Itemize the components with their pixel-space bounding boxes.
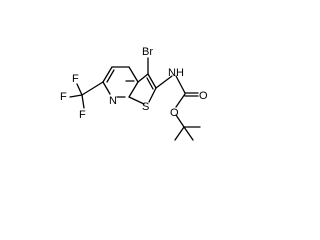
atom-label-o-carbonyl: O [199,90,208,102]
atom-label-n-ring: N [109,95,117,107]
bond [175,93,186,108]
atom-label-f2: F [60,91,67,103]
bond [128,66,139,83]
bond [137,73,149,83]
atom-labels: Br NH O O N S F F F [60,46,208,121]
bond [128,81,139,98]
atom-label-nh: NH [168,67,184,79]
atom-label-f3: F [79,109,86,121]
atom-label-f1: F [72,73,79,85]
bond [183,126,194,141]
bond [175,114,185,128]
atom-label-s-ring: S [142,101,149,113]
bond [102,81,111,95]
bond [146,77,154,90]
bonds [69,57,201,141]
bond [76,83,83,96]
atom-label-br: Br [142,46,153,58]
bond [69,94,83,98]
bond [155,75,173,89]
bond [106,69,115,83]
bond [81,94,85,109]
bond [175,75,186,94]
atom-label-o-ester: O [170,107,179,119]
bond [147,73,157,89]
bond [81,81,104,96]
bond [102,66,113,83]
bond [148,87,157,103]
bond [128,96,145,105]
molecule-drawing: Br NH O O N S F F F [60,46,208,141]
bond [174,126,185,141]
